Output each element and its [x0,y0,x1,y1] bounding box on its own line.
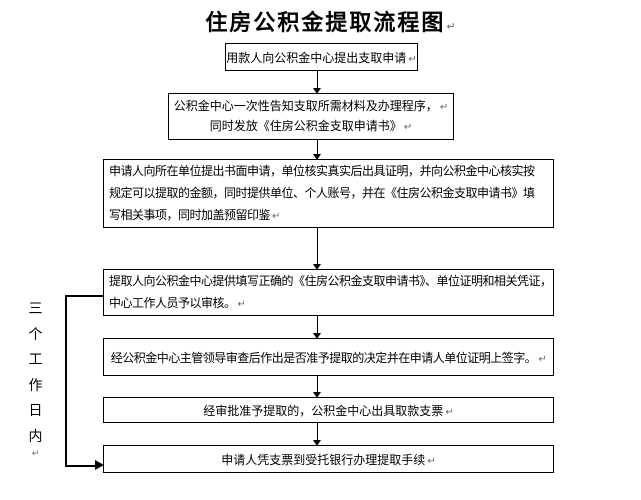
paragraph-mark: ↵ [427,455,436,467]
step-line: 同时发放《住房公积金支取申请书》↵ [210,117,412,137]
step-text: 规定可以提取的金额，同时提供单位、个人账号，并在《住房公积金支取申请书》填 [109,185,535,200]
flow-step-issue-cheque: 经审批准予提取的，公积金中心出具取款支票↵ [103,397,554,423]
paragraph-mark: ↵ [408,53,417,65]
arrow-down-icon [313,140,322,160]
step-line: 申请人向所在单位提出书面申请，单位核实真实后出具证明，并向公积金中心核实按 [109,161,537,183]
step-text: 用款人向公积金中心提出支取申请 [226,50,407,65]
step-text: 写相关事项，同时加盖预留印鉴 [109,207,271,222]
flow-step-notify-materials: 公积金中心一次性告知支取所需材料及办理程序，↵ 同时发放《住房公积金支取申请书》… [168,93,454,140]
arrow-down-icon [313,423,322,446]
arrow-down-icon [313,376,322,398]
step-text: 申请人向所在单位提出书面申请，单位核实真实后出具证明，并向公积金中心核实按 [109,163,535,178]
step-line: 申请人凭支票到受托银行办理提取手续↵ [221,451,435,468]
step-line: 中心工作人员予以审核。↵ [109,293,246,315]
step-text: 申请人凭支票到受托银行办理提取手续 [221,452,426,467]
step-line: 写相关事项，同时加盖预留印鉴↵ [109,205,280,227]
bracket-line-bottom [65,465,96,467]
arrow-down-icon [313,71,322,94]
step-text: 经审批准予提取的，公积金中心出具取款支票 [203,403,444,418]
duration-label-text: 三个工作日内 [28,301,43,445]
paragraph-mark: ↵ [31,449,40,459]
paragraph-mark: ↵ [403,121,413,133]
paragraph-mark: ↵ [446,20,456,33]
bracket-line-top [65,295,103,297]
flow-step-bank-withdrawal: 申请人凭支票到受托银行办理提取手续↵ [103,445,554,473]
flow-step-center-review: 提取人向公积金中心提供填写正确的《住房公积金支取申请书》、单位证明和相关凭证， … [103,269,554,316]
step-line: 提取人向公积金中心提供填写正确的《住房公积金支取申请书》、单位证明和相关凭证， [109,271,554,293]
arrow-right-icon [95,460,104,470]
step-line: 规定可以提取的金额，同时提供单位、个人账号，并在《住房公积金支取申请书》填 [109,183,537,205]
step-text: 经公积金中心主管领导审查后作出是否准予提取的决定并在申请人单位证明上签字。 [110,350,537,365]
step-line: 公积金中心一次性告知支取所需材料及办理程序，↵ [174,97,448,117]
arrow-down-icon [313,316,322,339]
step-text: 中心工作人员予以审核。 [109,295,236,310]
flow-step-leader-approval: 经公积金中心主管领导审查后作出是否准予提取的决定并在申请人单位证明上签字。↵ [103,338,554,376]
step-text: 公积金中心一次性告知支取所需材料及办理程序， [173,98,438,113]
page-title: 住房公积金提取流程图↵ [20,5,641,37]
flow-step-employer-verification: 申请人向所在单位提出书面申请，单位核实真实后出具证明，并向公积金中心核实按 规定… [103,159,554,228]
step-text: 提取人向公积金中心提供填写正确的《住房公积金支取申请书》、单位证明和相关凭证， [109,273,552,288]
step-text: 同时发放《住房公积金支取申请书》 [209,118,402,133]
paragraph-mark: ↵ [272,210,280,222]
step-line: 用款人向公积金中心提出支取申请↵ [226,49,416,66]
page-title-text: 住房公积金提取流程图 [205,11,446,36]
paragraph-mark: ↵ [538,353,547,365]
step-line: 经公积金中心主管领导审查后作出是否准予提取的决定并在申请人单位证明上签字。↵ [110,349,547,366]
paragraph-mark: ↵ [237,298,246,310]
bracket-line-vertical [65,295,67,466]
paragraph-mark: ↵ [445,406,454,418]
arrow-down-icon [313,228,322,270]
flow-step-submit-application: 用款人向公积金中心提出支取申请↵ [225,43,418,71]
step-line: 经审批准予提取的，公积金中心出具取款支票↵ [203,402,453,419]
paragraph-mark: ↵ [439,101,449,113]
duration-label: 三个工作日内 ↵ [27,297,44,459]
